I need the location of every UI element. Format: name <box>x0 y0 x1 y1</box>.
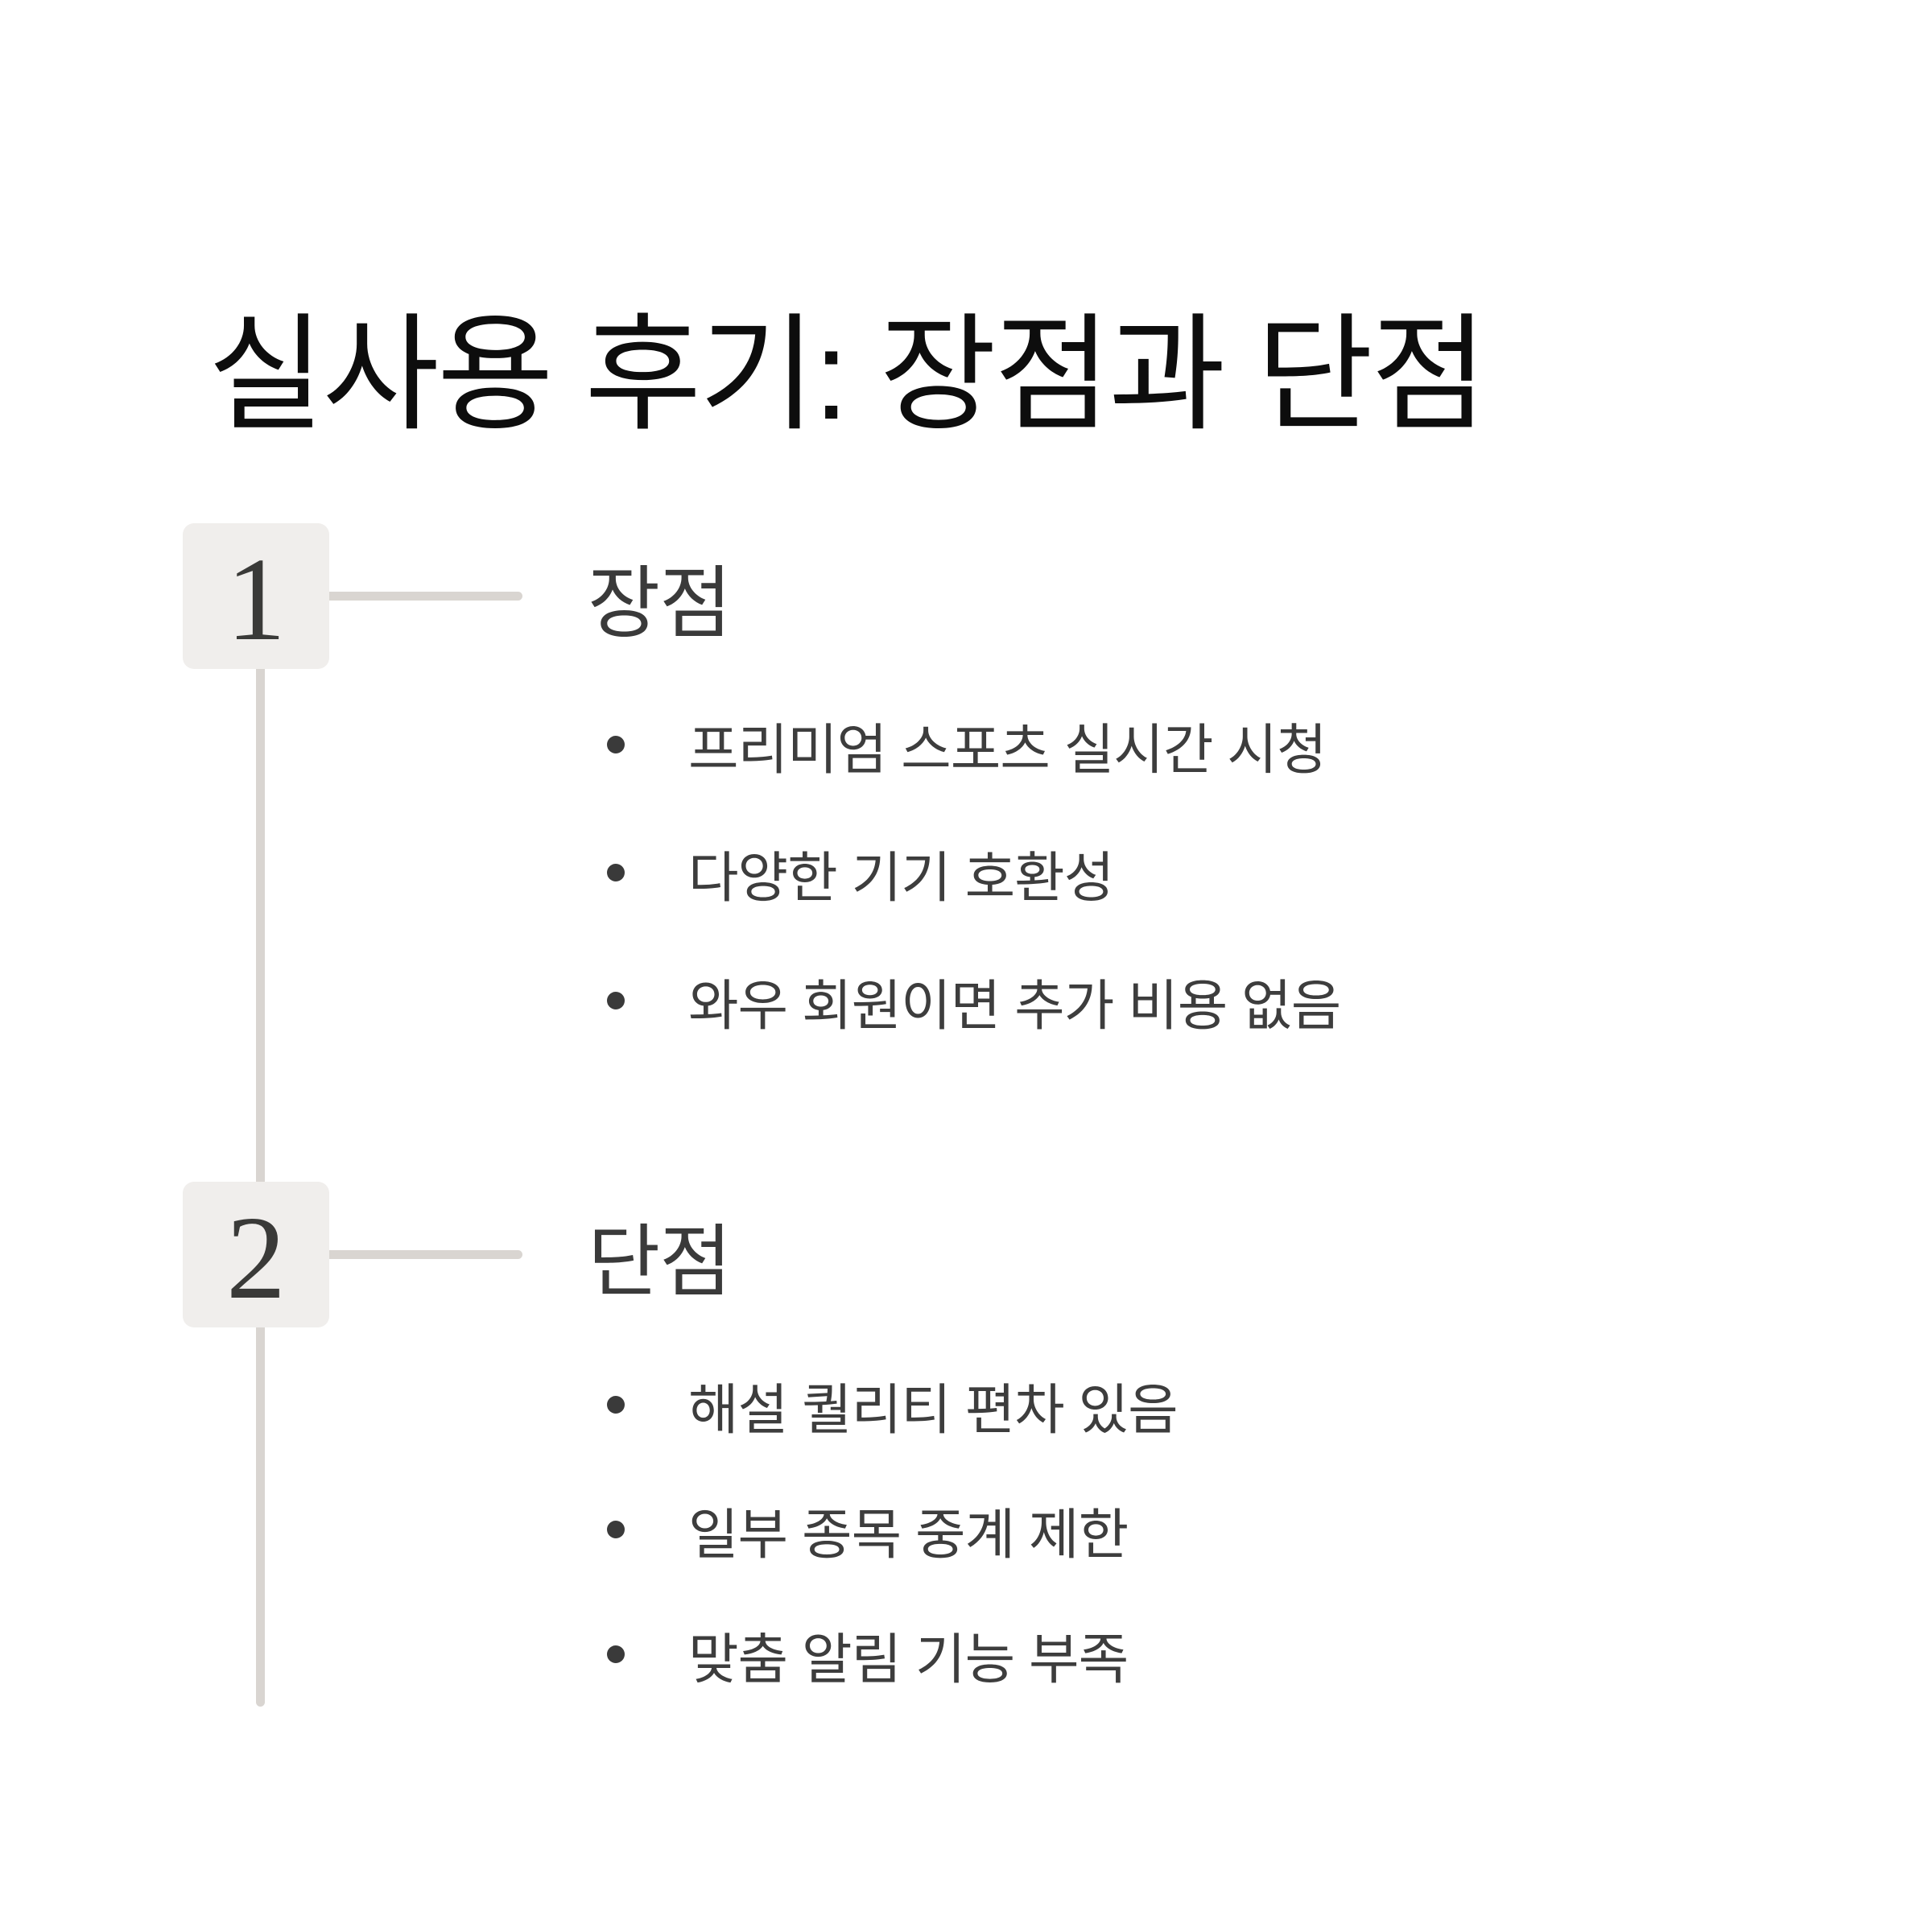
bullet-icon <box>607 992 625 1009</box>
section-1-heading: 장점 <box>588 558 732 647</box>
list-item: 맞춤 알림 기능 부족 <box>607 1618 1129 1690</box>
section-1-number-badge: 1 <box>183 523 329 669</box>
list-item: 해설 퀄리티 편차 있음 <box>607 1368 1179 1441</box>
section-2-connector-line <box>329 1250 522 1259</box>
bullet-icon <box>607 736 625 753</box>
list-item-text: 일부 종목 중계 제한 <box>688 1504 1129 1566</box>
page-title: 실사용 후기: 장점과 단점 <box>208 303 1488 446</box>
section-2-number-badge: 2 <box>183 1182 329 1327</box>
section-2-heading: 단점 <box>588 1216 732 1306</box>
section-1-number: 1 <box>226 533 286 666</box>
list-item-text: 해설 퀄리티 편차 있음 <box>688 1379 1179 1441</box>
section-1-connector-line <box>329 592 522 601</box>
list-item: 프리미엄 스포츠 실시간 시청 <box>607 708 1327 781</box>
list-item: 다양한 기기 호환성 <box>607 836 1114 909</box>
list-item-text: 와우 회원이면 추가 비용 없음 <box>688 975 1341 1037</box>
list-item-text: 프리미엄 스포츠 실시간 시청 <box>688 719 1327 781</box>
section-2-number: 2 <box>226 1191 286 1324</box>
bullet-icon <box>607 1645 625 1663</box>
list-item: 와우 회원이면 추가 비용 없음 <box>607 964 1341 1037</box>
list-item-text: 다양한 기기 호환성 <box>688 847 1114 909</box>
bullet-icon <box>607 864 625 881</box>
bullet-icon <box>607 1521 625 1538</box>
list-item-text: 맞춤 알림 기능 부족 <box>688 1629 1129 1690</box>
bullet-icon <box>607 1396 625 1414</box>
list-item: 일부 종목 중계 제한 <box>607 1493 1129 1566</box>
